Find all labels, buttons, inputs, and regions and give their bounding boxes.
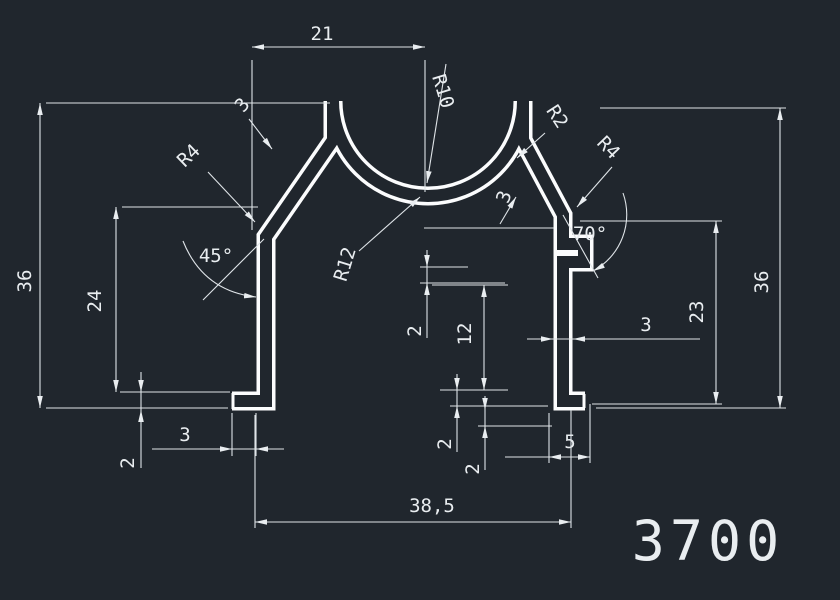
dim-label-left-leg-height: 24 [84,290,106,313]
dim-label-inner-height: 12 [454,323,476,346]
thickness-top-left-3: 3 [230,94,273,150]
radius-r12: R12 [330,196,421,284]
thickness-mid-2: 2 [404,227,554,338]
height-left-36: 36 [14,102,330,409]
profile-outline [231,100,594,411]
height-right-leg-23: 23 [580,220,722,405]
dim-label-wall-top-left: 3 [230,94,254,117]
radius-r10: R10 [426,63,458,184]
thickness-left-foot-2: 2 [117,372,144,469]
height-left-leg-24: 24 [84,206,258,393]
width-right-foot-5: 5 [505,404,591,463]
dim-label-height-right: 36 [751,271,773,294]
dim-slot-width-21: 21 [251,23,426,230]
dim-label-left-foot-width: 3 [179,424,190,446]
dim-label-r12: R12 [330,245,361,284]
dim-label-wall-right-slope: 3 [492,188,517,206]
dim-label-r4-left: R4 [173,140,205,172]
dim-label-overall-width: 38,5 [409,495,455,517]
thickness-bottom-b-2: 2 [462,396,552,475]
dim-label-r10: R10 [427,72,458,111]
dim-label-thickness-mid: 2 [404,325,426,336]
dim-label-thickness-bottom-b: 2 [462,463,484,474]
thickness-right-slope-3: 3 [492,188,517,225]
dim-label-angle-right: 70° [573,223,607,245]
dim-label-r4-right: R4 [592,132,624,164]
thickness-left-foot-width-3: 3 [152,413,284,456]
part-number-label: 3700 [632,509,784,573]
dim-label-angle-left: 45° [199,245,233,267]
height-right-36: 36 [596,107,786,409]
overall-width-38-5: 38,5 [254,410,572,528]
radius-r4-left: R4 [173,140,256,223]
angle-45: 45° [182,238,265,301]
dim-label-left-foot-height: 2 [117,457,139,468]
dim-label-thickness-bottom-a: 2 [434,438,456,449]
thickness-right-leg-3: 3 [527,314,700,342]
dim-label-right-foot-width: 5 [564,431,575,453]
height-inner-12: 12 [432,284,508,391]
dim-label-r2: R2 [542,101,573,132]
thickness-bottom-a-2: 2 [434,374,548,452]
angle-70: 70° [562,192,628,279]
dim-label-right-leg-thickness: 3 [640,314,651,336]
part-number: 3700 [632,509,784,573]
radius-r4-right: R4 [576,132,624,208]
dim-label-right-leg-height: 23 [686,301,708,324]
dim-label-height-left: 36 [14,270,36,293]
dim-label-slot-width: 21 [311,23,334,45]
